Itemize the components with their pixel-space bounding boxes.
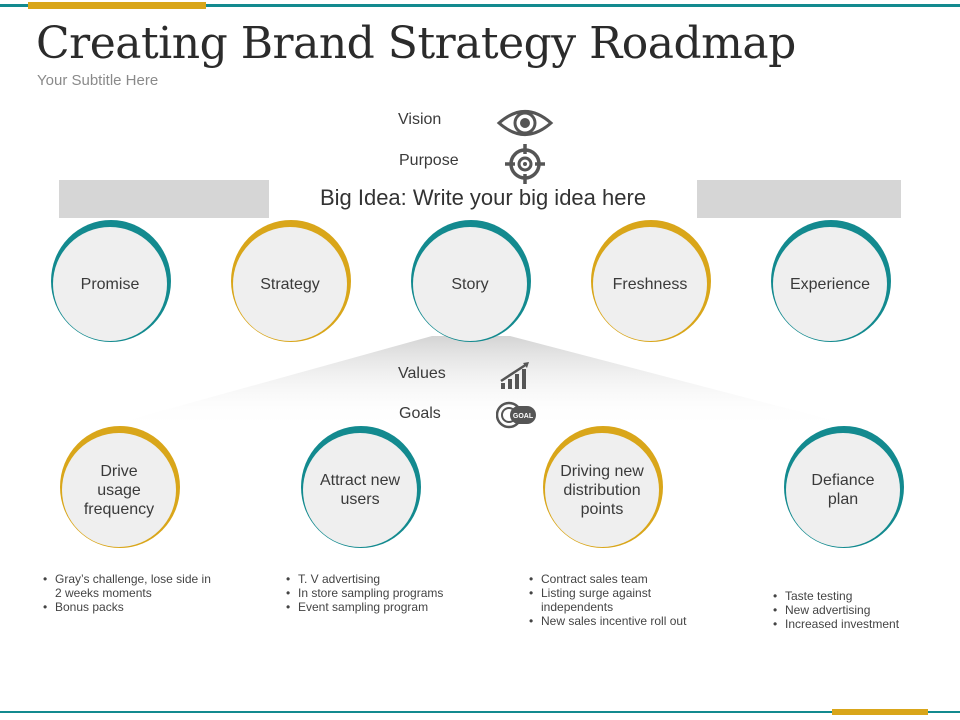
bullet-item: New sales incentive roll out [527,614,707,628]
circle-label: Driving new distribution points [560,462,644,518]
big-idea-bar-right [697,180,901,218]
bullet-item: In store sampling programs [284,586,464,600]
bullet-item: Taste testing [771,589,941,603]
bullet-item: Increased investment [771,617,941,631]
bottom-accent-bar [832,709,928,715]
circle-label: Defiance plan [811,472,875,508]
circle-promise: Promise [51,220,171,342]
bullet-list-defiance-plan: Taste testing New advertising Increased … [771,589,941,631]
top-rule [0,4,960,7]
circle-story: Story [411,220,531,342]
bullet-item: Gray’s challenge, lose side in 2 weeks m… [41,572,211,600]
bullet-item: New advertising [771,603,941,617]
bullet-item: Bonus packs [41,600,211,614]
circle-label: Attract new users [319,472,401,508]
circle-label: Story [451,275,489,293]
circle-driving-new-distribution-points: Driving new distribution points [543,426,663,548]
bullet-item: Event sampling program [284,600,464,614]
bullet-list-distribution-points: Contract sales team Listing surge agains… [527,572,707,628]
eye-icon [496,106,554,145]
bullet-list-attract-new-users: T. V advertising In store sampling progr… [284,572,464,614]
circle-label: Strategy [260,275,320,293]
circle-defiance-plan: Defiance plan [784,426,904,548]
bottom-rule [0,711,960,713]
circle-label: Experience [789,275,871,293]
purpose-label: Purpose [399,152,459,169]
goals-label: Goals [399,405,441,422]
top-accent-bar [28,2,206,9]
svg-text:GOAL: GOAL [513,413,534,420]
page-title: Creating Brand Strategy Roadmap [36,18,796,69]
circle-drive-usage-frequency: Drive usage frequency [60,426,180,548]
bullet-item: Contract sales team [527,572,707,586]
circle-strategy: Strategy [231,220,351,342]
big-idea-text: Big Idea: Write your big idea here [319,185,647,210]
target-icon [504,143,546,190]
circle-attract-new-users: Attract new users [301,426,421,548]
bullet-list-drive-usage: Gray’s challenge, lose side in 2 weeks m… [41,572,211,614]
bullet-item: Listing surge against independents [527,586,671,614]
page-subtitle: Your Subtitle Here [37,72,159,89]
circle-freshness: Freshness [591,220,711,342]
big-idea-bar-left [59,180,269,218]
circle-experience: Experience [771,220,891,342]
bullet-item: T. V advertising [284,572,464,586]
circle-label: Drive usage frequency [83,462,155,518]
values-label: Values [398,365,446,382]
goal-icon: GOAL [495,400,538,435]
circle-label: Promise [80,275,140,293]
vision-label: Vision [398,111,442,128]
circle-label: Freshness [612,275,688,293]
growth-chart-icon [499,361,535,396]
